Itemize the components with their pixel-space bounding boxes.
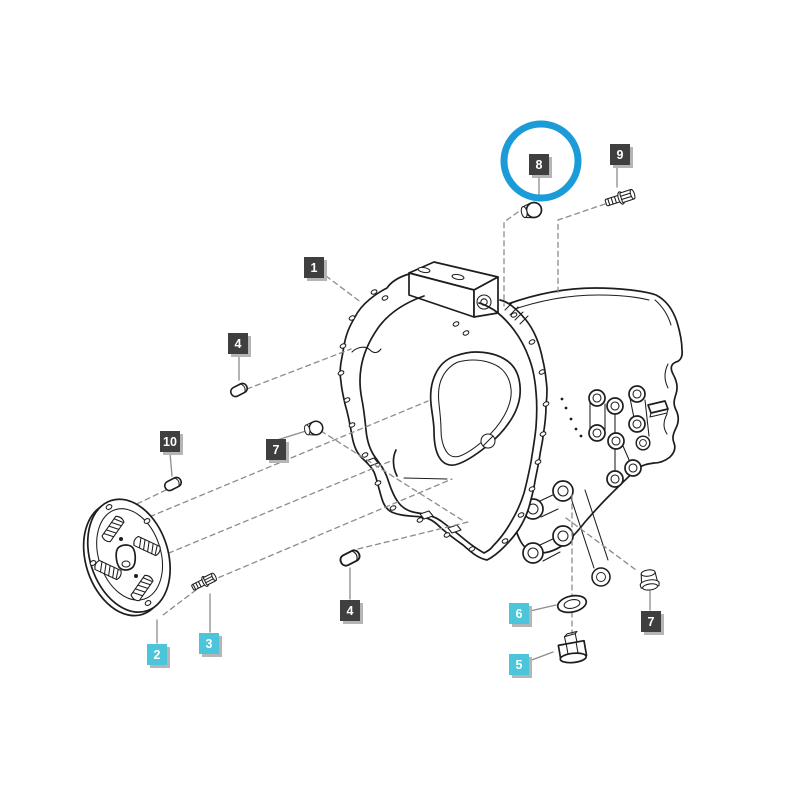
callout-label-4[interactable]: 4	[228, 333, 248, 354]
callout-number: 7	[272, 442, 280, 457]
callout-number: 1	[310, 260, 318, 275]
callout-number: 4	[234, 336, 242, 351]
callout-number: 5	[515, 657, 523, 672]
callout-label-5[interactable]: 5	[509, 654, 529, 675]
callout-label-3[interactable]: 3	[199, 633, 219, 654]
plug-8	[519, 200, 544, 221]
top-bracket	[408, 261, 499, 318]
callout-label-1[interactable]: 1	[304, 257, 324, 278]
callout-number: 9	[616, 147, 624, 162]
callout-number: 2	[153, 647, 161, 662]
highlight-circle	[500, 120, 582, 202]
callout-number: 4	[346, 603, 354, 618]
callout-label-6[interactable]: 6	[509, 603, 529, 624]
plug-7-left	[302, 419, 325, 438]
callout-label-8[interactable]: 8	[529, 154, 549, 175]
callout-label-4[interactable]: 4	[340, 600, 360, 621]
clutch-disc	[82, 498, 171, 617]
drain-plug-5	[557, 630, 588, 664]
callout-label-10[interactable]: 10	[160, 431, 180, 452]
leader-lines	[115, 162, 651, 662]
dowel-pin-10	[162, 475, 184, 493]
washer-6	[556, 594, 588, 614]
bolt-3	[191, 572, 217, 591]
flange-bolt-holes	[337, 289, 550, 552]
callout-number: 10	[163, 434, 177, 449]
callout-number: 8	[535, 157, 543, 172]
callout-label-7[interactable]: 7	[266, 439, 286, 460]
dowel-pin-4-upper	[228, 381, 250, 399]
callout-label-2[interactable]: 2	[147, 644, 167, 665]
bolt-9	[604, 188, 636, 207]
callout-label-9[interactable]: 9	[610, 144, 630, 165]
dowel-pin-4-lower	[337, 547, 363, 569]
gearbox-case	[504, 287, 684, 587]
callout-number: 7	[647, 614, 655, 629]
plug-7-right	[639, 569, 660, 591]
callout-label-7[interactable]: 7	[641, 611, 661, 632]
callout-number: 6	[515, 606, 523, 621]
bell-housing	[337, 261, 550, 561]
callout-number: 3	[205, 636, 213, 651]
